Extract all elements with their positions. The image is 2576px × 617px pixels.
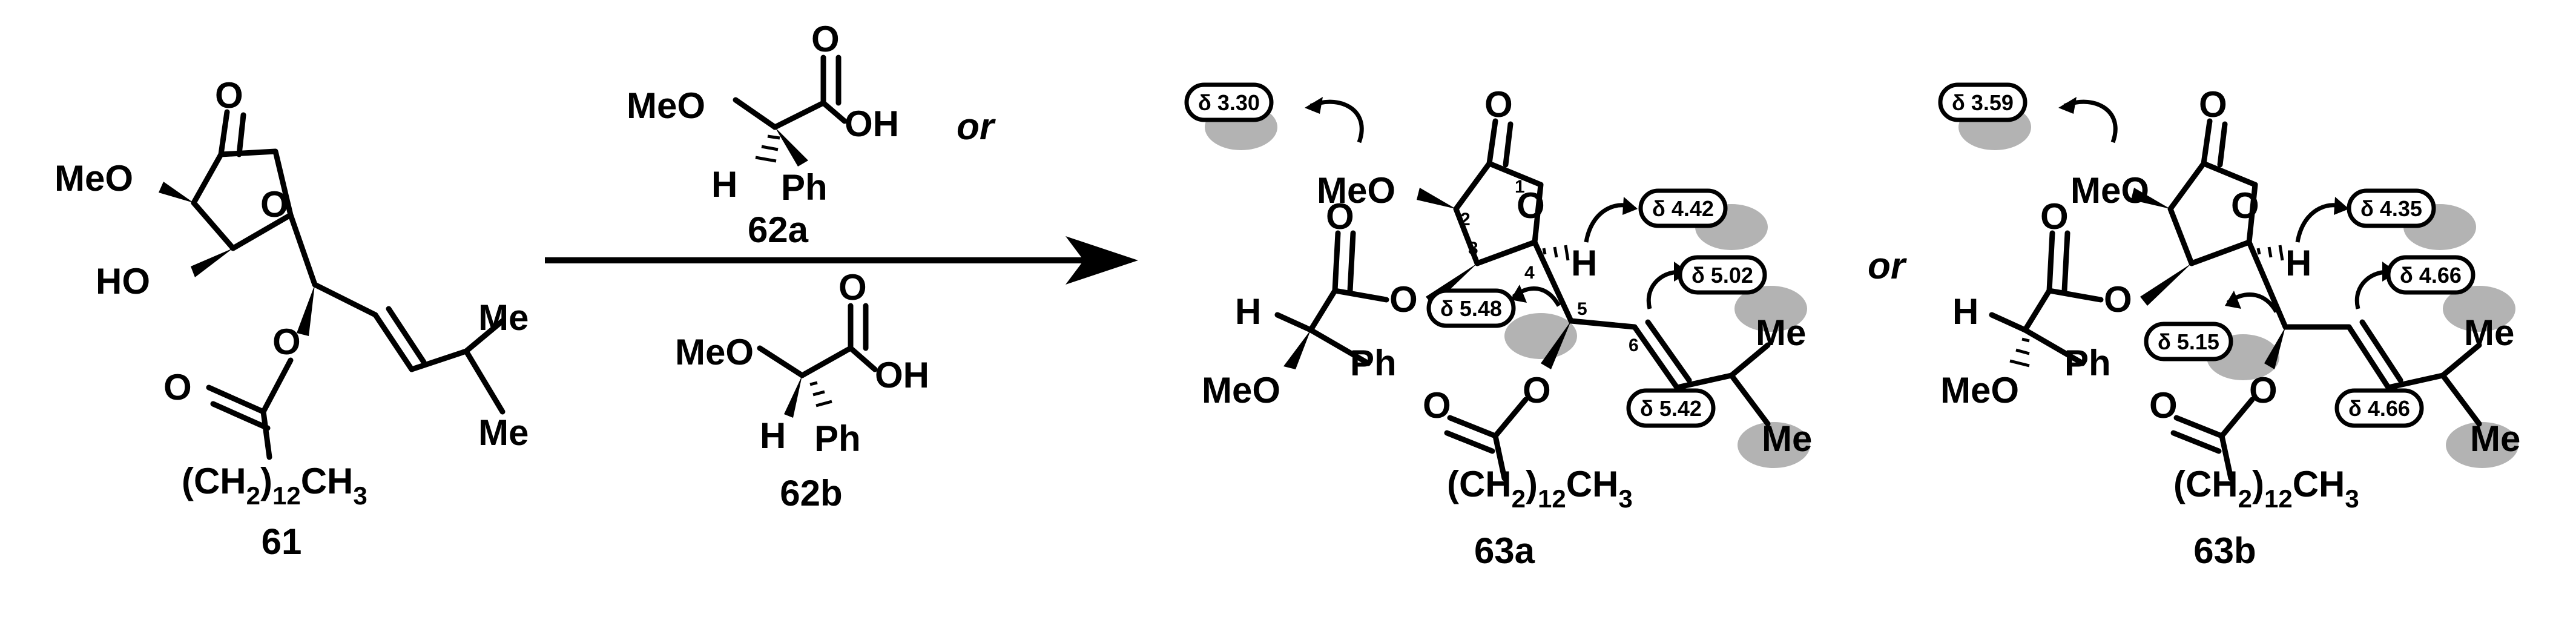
atom-label: O: [260, 184, 289, 225]
or-label: or: [1868, 245, 1907, 287]
atom-label: H: [711, 164, 737, 205]
nmr-badge-h6-63b: [2386, 255, 2476, 295]
chain-label: (CH2)12CH3: [182, 461, 367, 510]
nmr-shift-h5-63a: δ 5.48: [1440, 296, 1502, 321]
nmr-badge-ome-63a: [1184, 82, 1274, 122]
reagent-62a-structure: [733, 54, 848, 167]
nmr-badge-h4-63a: [1638, 188, 1728, 228]
nmr-shift-h4-63b: δ 4.35: [2360, 196, 2422, 221]
atom-label: Me: [1762, 418, 1812, 459]
nmr-badge-h7-63b: [2334, 388, 2424, 428]
nmr-badge-h6-63a: [1678, 255, 1767, 295]
reaction-arrow: [545, 236, 1138, 285]
atom-label: O: [1326, 196, 1354, 237]
reagent-62b-structure: [757, 303, 878, 418]
atom-number: 6: [1629, 335, 1639, 355]
nmr-shift-ome-63a: δ 3.30: [1198, 90, 1260, 115]
atom-label: Ph: [814, 418, 861, 459]
atom-number: 1: [1515, 177, 1525, 197]
atom-number: 3: [1468, 239, 1478, 259]
atom-label: O: [1484, 84, 1513, 125]
atom-label: O: [272, 322, 301, 362]
nmr-shift-h6-63b: δ 4.66: [2400, 263, 2462, 288]
atom-label: Me: [478, 412, 529, 453]
atom-label: HO: [96, 261, 150, 302]
atom-label: Me: [478, 297, 529, 338]
atom-label: Me: [2464, 312, 2514, 353]
chain-label: (CH2)12CH3: [1447, 464, 1633, 513]
atom-label: Ph: [1350, 343, 1397, 383]
atom-number: 5: [1577, 299, 1587, 319]
nmr-shift-ome-63b: δ 3.59: [1952, 90, 2014, 115]
atom-label: MeO: [1202, 370, 1280, 411]
compound-label-62b: 62b: [780, 473, 842, 513]
atom-label: O: [838, 267, 867, 308]
atom-label: H: [2285, 243, 2311, 283]
atom-label: O: [811, 19, 840, 59]
compound-61-structure: [159, 109, 506, 460]
atom-label: O: [2040, 196, 2069, 237]
atom-label: O: [1517, 185, 1545, 226]
atom-label: O: [215, 75, 243, 116]
atom-label: O: [163, 367, 192, 407]
nmr-shift-h7-63b: δ 4.66: [2348, 396, 2410, 421]
atom-label: H: [1952, 291, 1978, 332]
atom-label: MeO: [2070, 170, 2149, 211]
atom-label: MeO: [54, 158, 133, 199]
atom-number: 4: [1524, 263, 1535, 283]
atom-label: Me: [2470, 418, 2520, 459]
chain-label: (CH2)12CH3: [2173, 464, 2359, 513]
atom-label: O: [2199, 84, 2227, 125]
atom-label: OH: [845, 104, 899, 144]
nmr-shift-h5-63b: δ 5.15: [2158, 329, 2219, 354]
atom-label: MeO: [675, 332, 754, 372]
atom-label: Ph: [2064, 343, 2111, 383]
atom-label: Me: [1756, 312, 1806, 353]
compound-label-61: 61: [262, 521, 302, 562]
atom-label: O: [2249, 370, 2278, 411]
nmr-shift-h6-63a: δ 5.02: [1692, 263, 1753, 288]
compound-label-62a: 62a: [748, 210, 809, 250]
atom-label: O: [1423, 385, 1451, 426]
nmr-shift-h4-63a: δ 4.42: [1652, 196, 1714, 221]
or-label: or: [957, 106, 996, 148]
atom-label: Ph: [781, 167, 828, 208]
atom-label: H: [760, 415, 786, 456]
compound-label-63b: 63b: [2193, 530, 2256, 571]
atom-label: H: [1235, 291, 1261, 332]
atom-label: O: [1523, 370, 1551, 411]
nmr-badge-h5-63b: [2144, 322, 2233, 361]
nmr-badge-h4-63b: [2347, 188, 2436, 228]
compound-label-63a: 63a: [1474, 530, 1535, 571]
atom-label: O: [1389, 279, 1418, 320]
nmr-shift-h7-63a: δ 5.42: [1640, 396, 1702, 421]
atom-label: O: [2231, 185, 2259, 226]
nmr-badge-ome-63b: [1938, 82, 2028, 122]
nmr-badge-h5-63a: [1426, 288, 1516, 328]
nmr-badge-h7-63a: [1626, 388, 1716, 428]
atom-label: O: [2149, 385, 2178, 426]
atom-number: 2: [1460, 210, 1471, 229]
atom-label: OH: [875, 355, 929, 395]
atom-label: MeO: [1317, 170, 1395, 211]
atom-label: O: [2104, 279, 2132, 320]
atom-label: H: [1571, 243, 1597, 283]
atom-label: MeO: [627, 85, 705, 126]
atom-label: MeO: [1940, 370, 2019, 411]
